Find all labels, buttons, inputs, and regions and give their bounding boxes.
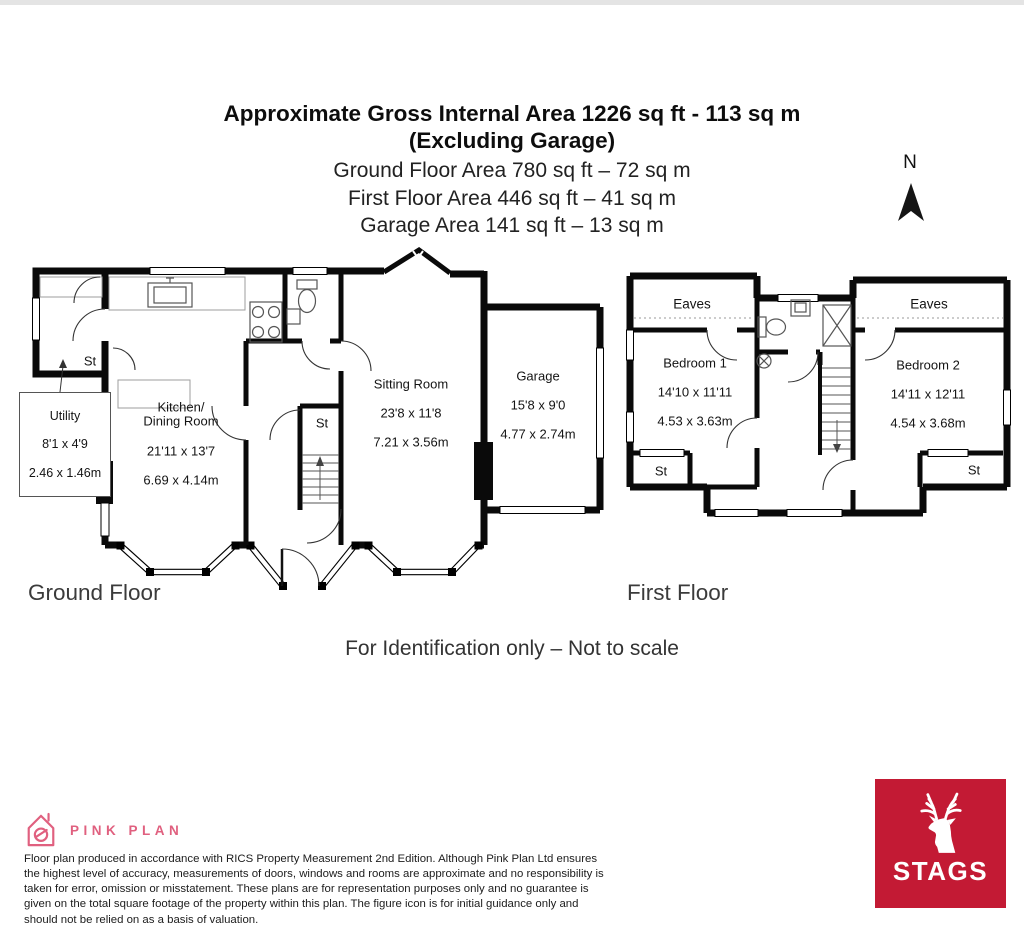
room-dim-imperial: 23'8 x 11'8 bbox=[380, 405, 442, 421]
toilet-icon bbox=[296, 279, 318, 314]
disclaimer-text: Floor plan produced in accordance with R… bbox=[24, 853, 604, 926]
bedroom1-room-label: Bedroom 1 14'10 x 11'11 4.53 x 3.63m bbox=[657, 342, 732, 445]
storage-label-utility: St bbox=[83, 353, 97, 369]
north-arrow-icon bbox=[898, 183, 924, 221]
bedroom2-room-label: Bedroom 2 14'11 x 12'11 4.54 x 3.68m bbox=[890, 344, 965, 447]
header: Approximate Gross Internal Area 1226 sq … bbox=[0, 100, 1024, 240]
storage-label-stairs: St bbox=[315, 415, 329, 431]
ground-floor-area-line: Ground Floor Area 780 sq ft – 72 sq m bbox=[333, 159, 691, 182]
garage-area-line: Garage Area 141 sq ft – 13 sq m bbox=[360, 214, 664, 237]
room-dim-metric: 4.77 x 2.74m bbox=[500, 427, 576, 443]
kitchen-room-label: Kitchen/ Dining Room 21'11 x 13'7 6.69 x… bbox=[143, 385, 218, 503]
utility-room-label: Utility 8'1 x 4'9 2.46 x 1.46m bbox=[19, 392, 111, 497]
room-dim-metric: 4.53 x 3.63m bbox=[657, 414, 733, 430]
stags-logo: STAGS bbox=[875, 779, 1006, 908]
room-name: Bedroom 2 bbox=[896, 357, 960, 373]
hob-icon bbox=[249, 301, 283, 343]
room-name: Kitchen/ Dining Room bbox=[143, 398, 219, 429]
sitting-room-label: Sitting Room 23'8 x 11'8 7.21 x 3.56m bbox=[373, 363, 448, 466]
storage-label-ff-left: St bbox=[654, 463, 668, 479]
room-name: Bedroom 1 bbox=[663, 355, 727, 371]
eaves-label-left: Eaves bbox=[673, 296, 711, 312]
pink-plan-name: PINK PLAN bbox=[70, 822, 184, 838]
wc-basin-icon bbox=[286, 308, 301, 325]
room-name: Utility bbox=[49, 409, 81, 424]
north-indicator: N bbox=[880, 152, 940, 232]
room-dim-metric: 7.21 x 3.56m bbox=[373, 435, 449, 451]
page-title: Approximate Gross Internal Area 1226 sq … bbox=[223, 101, 801, 126]
first-floor-area-line: First Floor Area 446 sq ft – 41 sq m bbox=[348, 186, 676, 210]
room-dim-imperial: 14'10 x 11'11 bbox=[657, 384, 733, 400]
first-floor-title: First Floor bbox=[627, 580, 729, 605]
toilet-first-icon bbox=[757, 316, 787, 338]
stags-name: STAGS bbox=[892, 856, 989, 886]
skylight-icon bbox=[822, 304, 852, 347]
door-arcs-first bbox=[706, 329, 896, 491]
door-arcs-ground bbox=[72, 276, 372, 544]
first-floor-plan bbox=[626, 272, 1011, 517]
basin-first-icon bbox=[790, 299, 811, 317]
room-dim-imperial: 14'11 x 12'11 bbox=[890, 386, 966, 402]
room-dim-imperial: 15'8 x 9'0 bbox=[510, 397, 566, 413]
storage-label-ff-right: St bbox=[967, 462, 981, 478]
north-label: N bbox=[903, 152, 917, 173]
kitchen-counter bbox=[39, 276, 246, 409]
pink-plan-branding: PINK PLAN bbox=[24, 810, 183, 850]
page-subtitle: (Excluding Garage) bbox=[408, 128, 616, 153]
ground-floor-title: Ground Floor bbox=[28, 580, 161, 605]
room-dim-imperial: 8'1 x 4'9 bbox=[42, 437, 88, 452]
room-dim-metric: 2.46 x 1.46m bbox=[28, 465, 102, 480]
pink-plan-logo-icon bbox=[27, 812, 55, 847]
stairs-ground-icon bbox=[302, 454, 339, 504]
stairs-first-icon bbox=[822, 367, 851, 453]
stag-icon bbox=[919, 792, 962, 853]
room-dim-metric: 4.54 x 3.68m bbox=[890, 416, 966, 432]
room-name: Garage bbox=[516, 368, 560, 384]
garage-room-label: Garage 15'8 x 9'0 4.77 x 2.74m bbox=[500, 355, 575, 458]
identification-note: For Identification only – Not to scale bbox=[345, 637, 679, 660]
fan-icon bbox=[756, 353, 772, 369]
sink-icon bbox=[147, 277, 193, 308]
room-name: Sitting Room bbox=[373, 376, 449, 392]
top-border bbox=[0, 0, 1024, 5]
bay-windows-ground bbox=[116, 541, 483, 590]
eaves-label-right: Eaves bbox=[910, 296, 948, 312]
room-dim-metric: 6.69 x 4.14m bbox=[143, 472, 219, 488]
room-dim-imperial: 21'11 x 13'7 bbox=[146, 443, 216, 458]
chimney-right bbox=[474, 442, 493, 500]
